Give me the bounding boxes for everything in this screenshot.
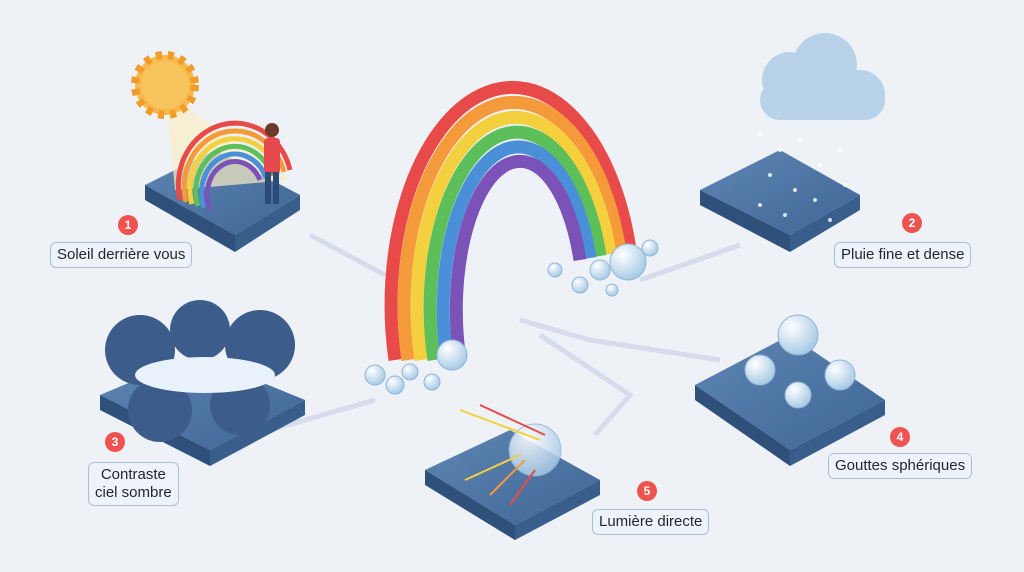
step-3-label-line1: Contraste (100, 466, 166, 483)
step-4-label: Gouttes sphériques (828, 453, 973, 479)
light-rays (459, 404, 546, 506)
step-5-label: Lumière directe (592, 509, 710, 535)
main-rainbow (384, 80, 637, 361)
step-5-badge: 5 (637, 481, 657, 501)
step-2-label: Pluie fine et dense (834, 242, 972, 268)
platform-2 (700, 150, 860, 252)
platform-5 (425, 430, 600, 540)
step-4-badge: 4 (890, 427, 910, 447)
rain-cloud-icon (758, 33, 885, 222)
step-2-badge: 2 (902, 213, 922, 233)
step-1-label: Soleil derrière vous (50, 242, 193, 268)
step-1-badge: 1 (118, 215, 138, 235)
step-3-label-line2: ciel sombre (95, 484, 172, 501)
flow-arrows (269, 232, 741, 437)
water-droplets (364, 239, 856, 477)
dark-cloud-icon (105, 300, 295, 442)
step-3-badge: 3 (105, 432, 125, 452)
person-icon (264, 123, 280, 204)
